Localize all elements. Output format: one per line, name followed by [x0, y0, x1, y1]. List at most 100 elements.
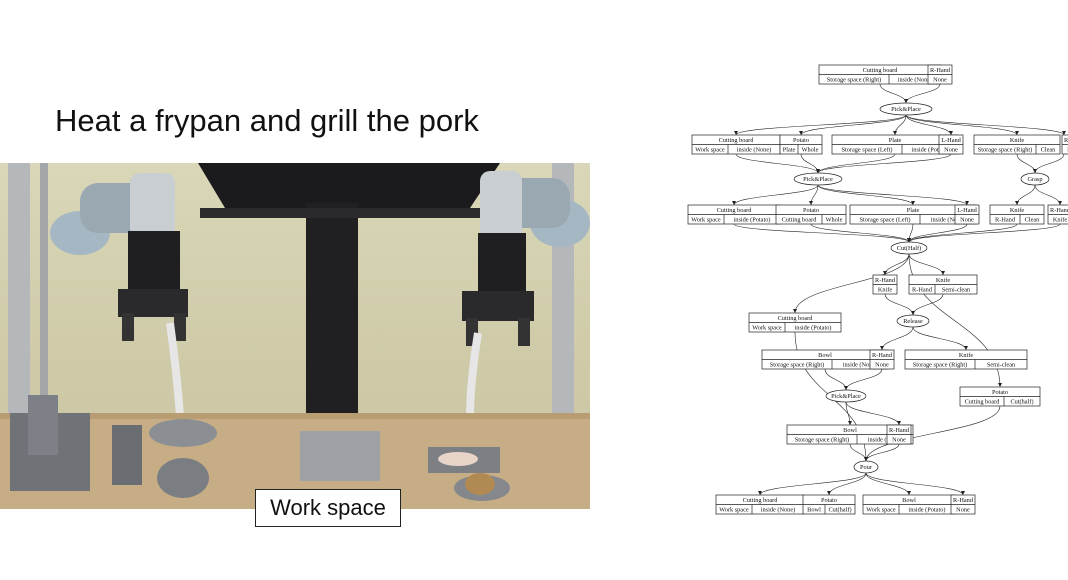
node-cell-text: Semi-clean: [942, 287, 971, 294]
edge-n16-a5: [912, 293, 944, 316]
edge-a6-n23: [845, 401, 900, 426]
node-cell-text: None: [892, 437, 906, 444]
edge-n6-a2: [817, 153, 952, 174]
node-header-text: Bowl: [818, 352, 832, 359]
edge-a7-n27: [865, 472, 964, 496]
node-header-text: Plate: [889, 137, 902, 144]
node-cell-text: Knife: [1053, 217, 1068, 224]
node-header-text: R-Hand: [1050, 207, 1068, 214]
edge-a7-n26: [865, 472, 910, 496]
edge-arrowhead: [880, 346, 884, 350]
edge-arrowhead: [883, 271, 887, 275]
edge-arrowhead: [911, 311, 915, 315]
edge-n9-a4: [733, 223, 910, 243]
edge-n3-a2: [735, 153, 819, 174]
edge-a3-n13: [1016, 184, 1036, 206]
node-cell-text: R-Hand: [912, 287, 933, 294]
node-cell-text: Work space: [695, 147, 725, 154]
edge-arrowhead: [864, 457, 868, 461]
edge-arrowhead: [1062, 131, 1066, 135]
node-cell-text: Whole: [802, 147, 819, 154]
edge-a3-n14: [1034, 184, 1061, 206]
action-node-a3: Grasp: [1020, 172, 1050, 186]
node-cell-text: Plate: [783, 147, 796, 154]
node-cell-text: Work space: [719, 507, 749, 514]
node-header-text: Knife: [959, 352, 974, 359]
edge-arrowhead: [816, 169, 820, 173]
edge-n8-a3: [1034, 153, 1065, 174]
edge-a2-n12: [817, 184, 968, 206]
node-cell-text: Storage space (Right): [913, 362, 968, 369]
edge-arrowhead: [1058, 201, 1062, 205]
node-cell-text: Cut(half): [1010, 399, 1033, 406]
edge-arrowhead: [732, 201, 736, 205]
node-header-text: Potato: [992, 389, 1008, 396]
action-label: Pour: [860, 464, 873, 471]
edge-arrowhead: [904, 99, 908, 103]
node-cell-text: Storage space (Right): [978, 147, 1033, 154]
edge-a1-n4: [800, 114, 907, 136]
node-header-text: R-Hand: [1064, 137, 1068, 144]
node-cell-text: None: [875, 362, 889, 369]
edge-arrowhead: [949, 131, 953, 135]
edge-n1-a1: [879, 83, 907, 104]
action-label: Pick&Place: [891, 106, 921, 113]
node-header-text: Bowl: [843, 427, 857, 434]
edge-arrowhead: [897, 421, 901, 425]
edge-n5-a2: [817, 153, 896, 174]
node-cell-text: None: [944, 147, 958, 154]
edge-n13-a4: [908, 223, 1018, 243]
edge-n18-a6: [824, 368, 847, 391]
node-cell-text: Storage space (Right): [827, 77, 882, 84]
edge-n22-a7: [849, 443, 867, 462]
node-cell-text: Knife: [878, 287, 893, 294]
edge-arrowhead: [961, 491, 965, 495]
node-header-text: Knife: [936, 277, 951, 284]
node-header-text: R-Hand: [889, 427, 910, 434]
edge-n19-a6: [845, 368, 883, 391]
node-header-text: Cutting board: [719, 137, 755, 144]
node-cell-text: Storage space (Left): [841, 147, 892, 154]
node-cell-text: Storage space (Right): [770, 362, 825, 369]
node-cell-text: Work space: [866, 507, 896, 514]
node-cell-text: Storage space (Right): [795, 437, 850, 444]
node-cell-text: Clean: [1025, 217, 1041, 224]
node-header-text: R-Hand: [872, 352, 893, 359]
node-cell-text: None: [956, 507, 970, 514]
node-header-text: Plate: [907, 207, 920, 214]
node-header-text: Cutting board: [778, 315, 814, 322]
node-header-text: Cutting board: [743, 497, 779, 504]
node-cell-text: Bowl: [807, 507, 821, 514]
node-cell-text: Semi-clean: [987, 362, 1016, 369]
edge-n23-a7: [865, 443, 900, 462]
edge-arrowhead: [844, 386, 848, 390]
node-header-text: L-Hand: [957, 207, 977, 214]
edge-arrowhead: [848, 421, 852, 425]
edge-arrowhead: [734, 131, 738, 135]
node-cell-text: Clean: [1041, 147, 1057, 154]
node-cell-text: inside (Potato): [909, 507, 946, 514]
node-header-text: Cutting board: [863, 67, 899, 74]
edge-arrowhead: [793, 309, 797, 313]
node-cell-text: None: [960, 217, 974, 224]
node-header-text: R-Hand: [875, 277, 896, 284]
edge-arrowhead: [1015, 131, 1019, 135]
